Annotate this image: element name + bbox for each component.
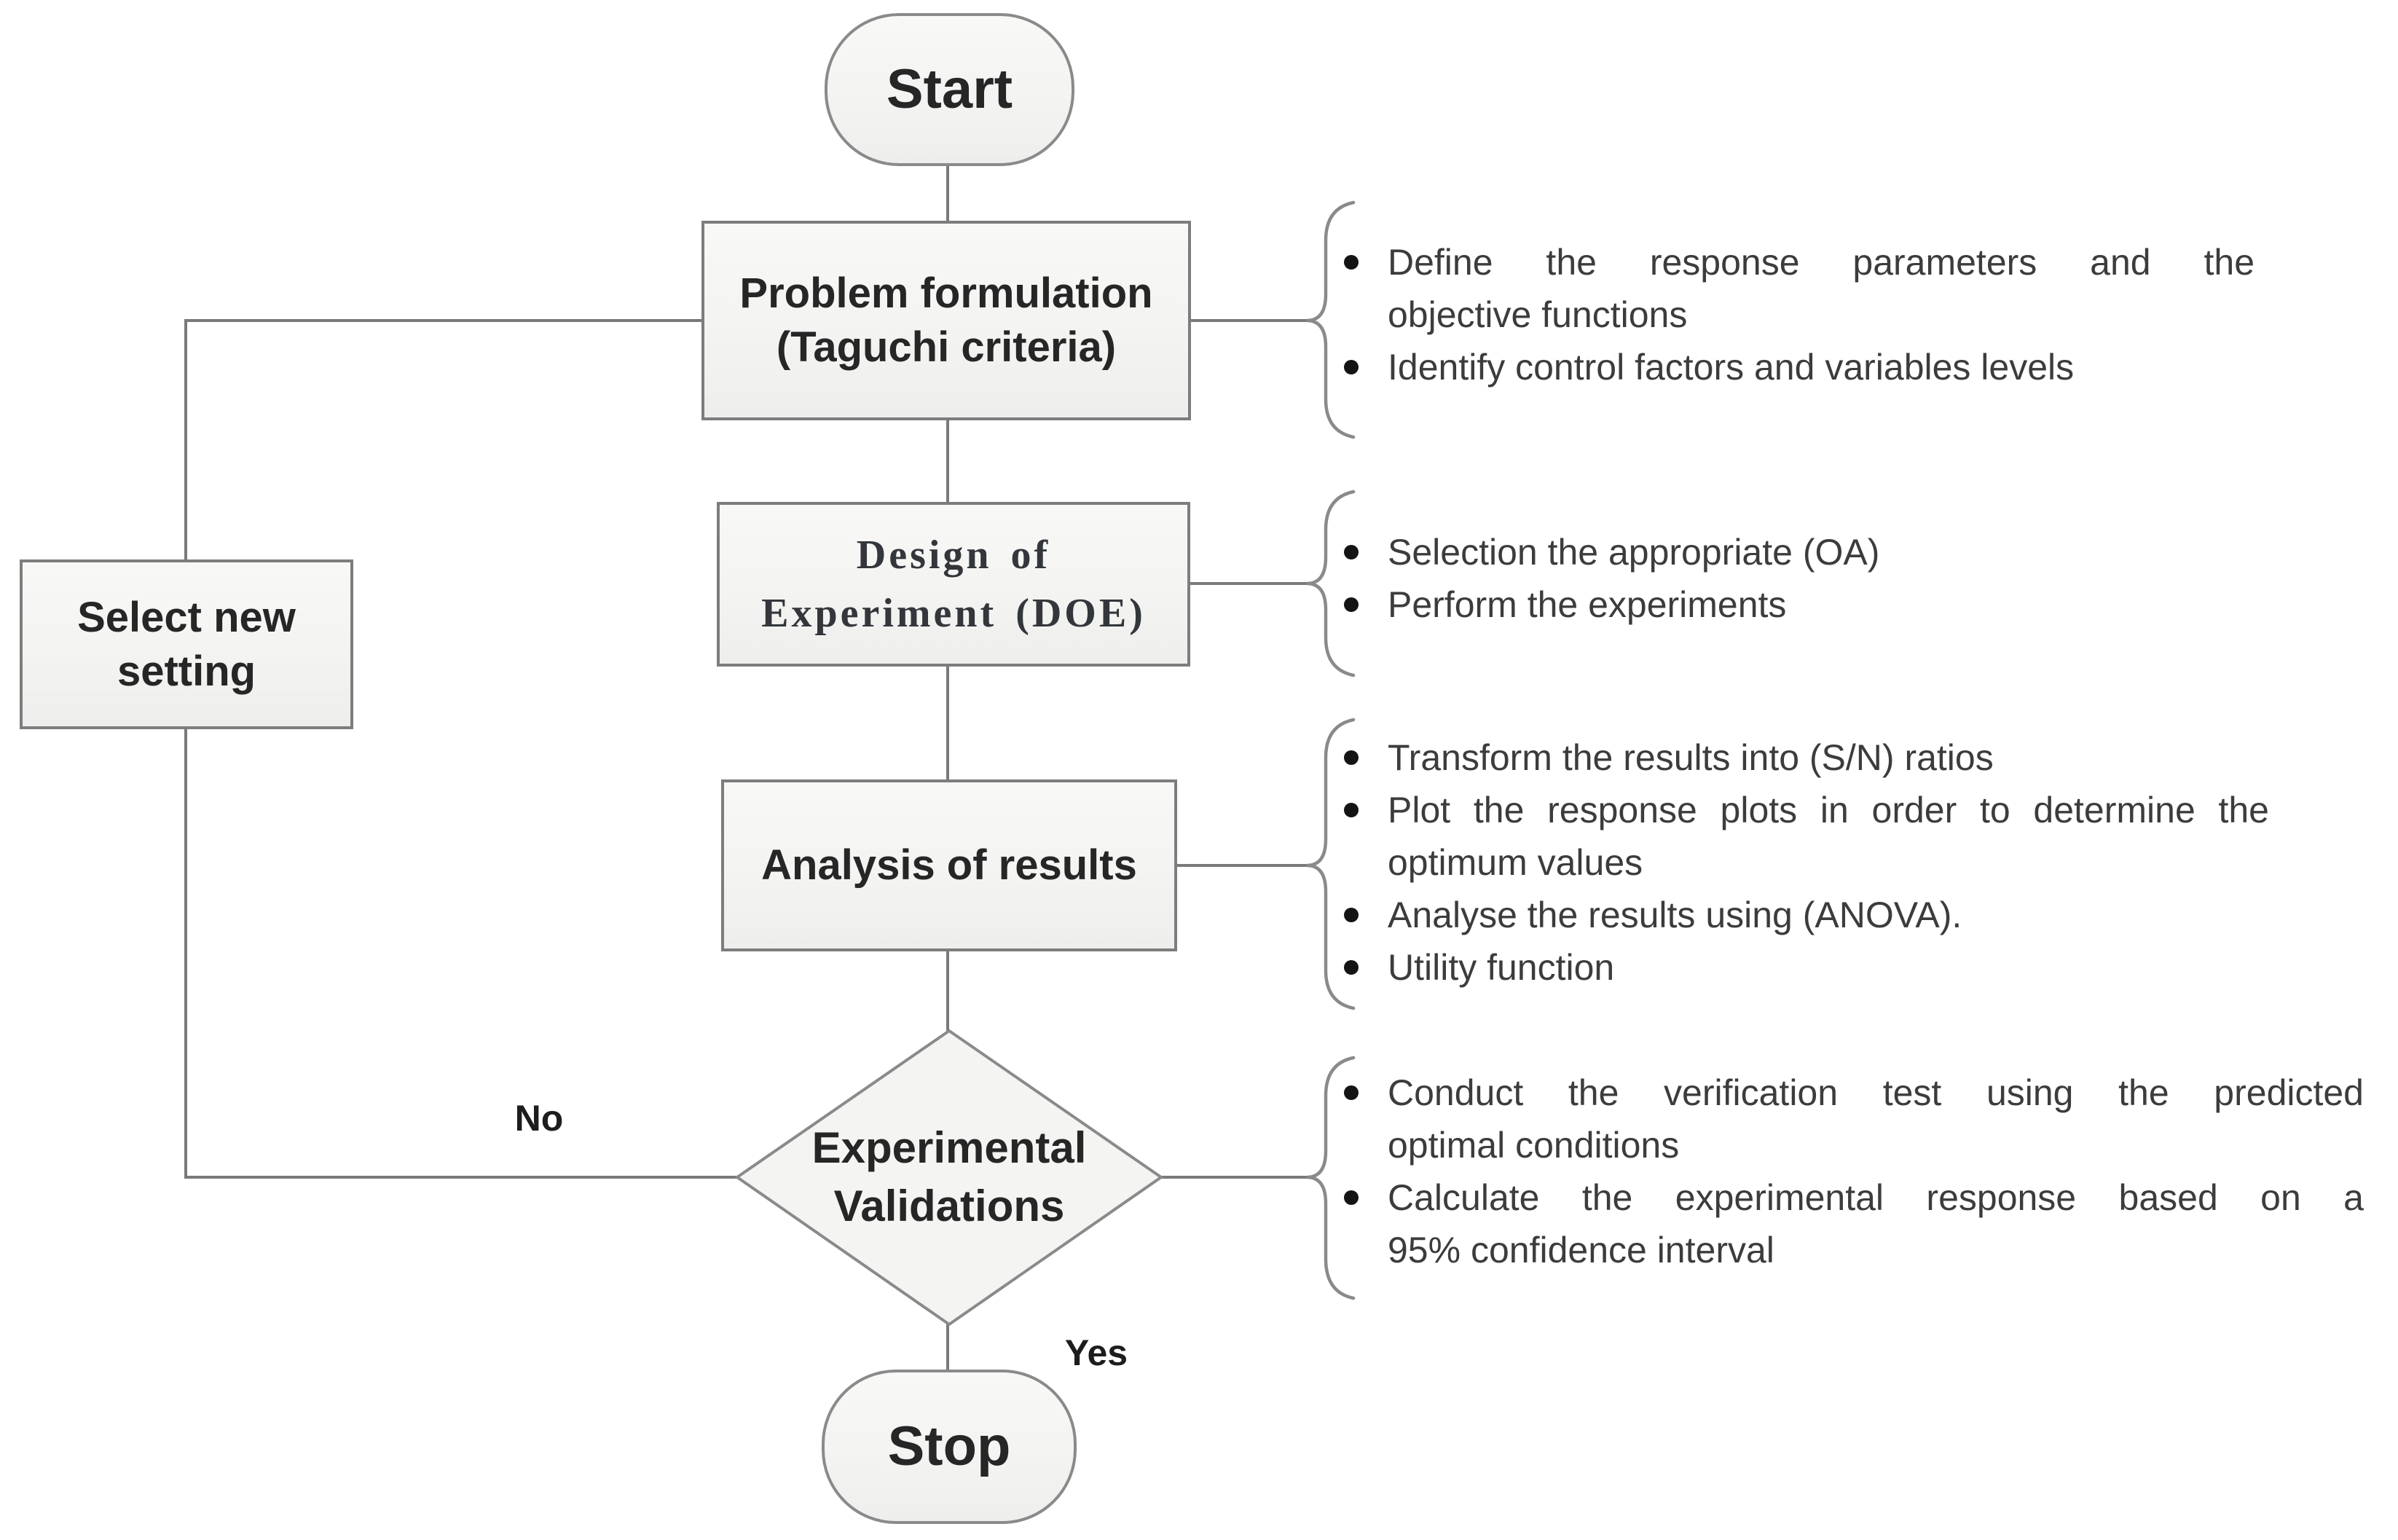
brace-doe [1306,490,1356,677]
bullet-icon [1344,360,1359,374]
annotation-text-line: Calculate the experimental response base… [1388,1177,2364,1218]
annotation-text-line: Identify control factors and variables l… [1388,347,2075,388]
list-item: Selection the appropriate (OA) [1344,526,2189,578]
annotation-text-line: Transform the results into (S/N) ratios [1388,737,1994,778]
edge-feedback-loop [184,319,739,1179]
bullet-icon [1344,750,1359,765]
annotation-text-line: Plot the response plots in order to dete… [1388,790,2269,830]
select-new-setting-node: Select new setting [20,559,353,729]
list-item: Plot the response plots in order to dete… [1344,784,2269,889]
brace-validation [1306,1056,1356,1300]
bullet-icon [1344,597,1359,612]
annotation-text-line: Define the response parameters and the [1388,242,2254,283]
validation-node-label: Experimental Validations [767,1096,1131,1258]
stop-node: Stop [822,1370,1077,1524]
validation-label-line2: Validations [833,1182,1065,1230]
annotation-text-line: Analyse the results using (ANOVA). [1388,895,1962,935]
list-item: Identify control factors and variables l… [1344,341,2254,393]
validation-label-line1: Experimental [811,1123,1087,1172]
doe-label-line2: Experiment (DOE) [761,591,1146,636]
doe-label-line1: Design of [856,533,1051,578]
analysis-node: Analysis of results [721,779,1177,951]
annotation-problem: Define the response parameters and the o… [1344,236,2254,393]
bullet-icon [1344,803,1359,817]
list-item: Analyse the results using (ANOVA). [1344,889,2269,941]
problem-label-line1: Problem formulation [739,270,1153,317]
annotation-text-line: Utility function [1388,947,1615,988]
select-label-line1: Select new [77,593,296,641]
list-item: Transform the results into (S/N) ratios [1344,731,2269,784]
doe-node: Design of Experiment (DOE) [717,502,1190,667]
list-item: Define the response parameters and the o… [1344,236,2254,341]
annotation-doe: Selection the appropriate (OA) Perform t… [1344,526,2189,631]
annotation-validation: Conduct the verification test using the … [1344,1066,2364,1276]
list-item: Utility function [1344,941,2269,994]
yes-branch-label: Yes [1064,1332,1128,1373]
annotation-text-line: Conduct the verification test using the … [1388,1072,2364,1113]
problem-formulation-node: Problem formulation (Taguchi criteria) [701,221,1191,420]
start-node: Start [825,13,1074,166]
validation-diamond-shape [734,1029,1164,1327]
annotation-text-line: optimal conditions [1388,1125,1680,1166]
stop-label: Stop [887,1415,1011,1477]
brace-problem [1306,200,1356,439]
brace-analysis [1306,718,1356,1010]
bullet-icon [1344,545,1359,559]
bullet-icon [1344,1190,1359,1205]
problem-label-line2: (Taguchi criteria) [776,323,1117,371]
start-label: Start [886,58,1013,120]
annotation-text-line: optimum values [1388,842,1643,883]
bullet-icon [1344,1085,1359,1100]
annotation-text-line: 95% confidence interval [1388,1230,1774,1270]
bullet-icon [1344,960,1359,975]
list-item: Perform the experiments [1344,578,2189,631]
bullet-icon [1344,255,1359,270]
analysis-label: Analysis of results [761,841,1137,889]
annotation-text-line: Selection the appropriate (OA) [1388,532,1880,573]
bullet-icon [1344,908,1359,922]
annotation-analysis: Transform the results into (S/N) ratios … [1344,731,2269,994]
no-branch-label: No [514,1098,564,1139]
annotation-text-line: Perform the experiments [1388,584,1787,625]
list-item: Calculate the experimental response base… [1344,1171,2364,1276]
annotation-text-line: objective functions [1388,294,1688,335]
list-item: Conduct the verification test using the … [1344,1066,2364,1171]
select-label-line2: setting [117,647,256,695]
